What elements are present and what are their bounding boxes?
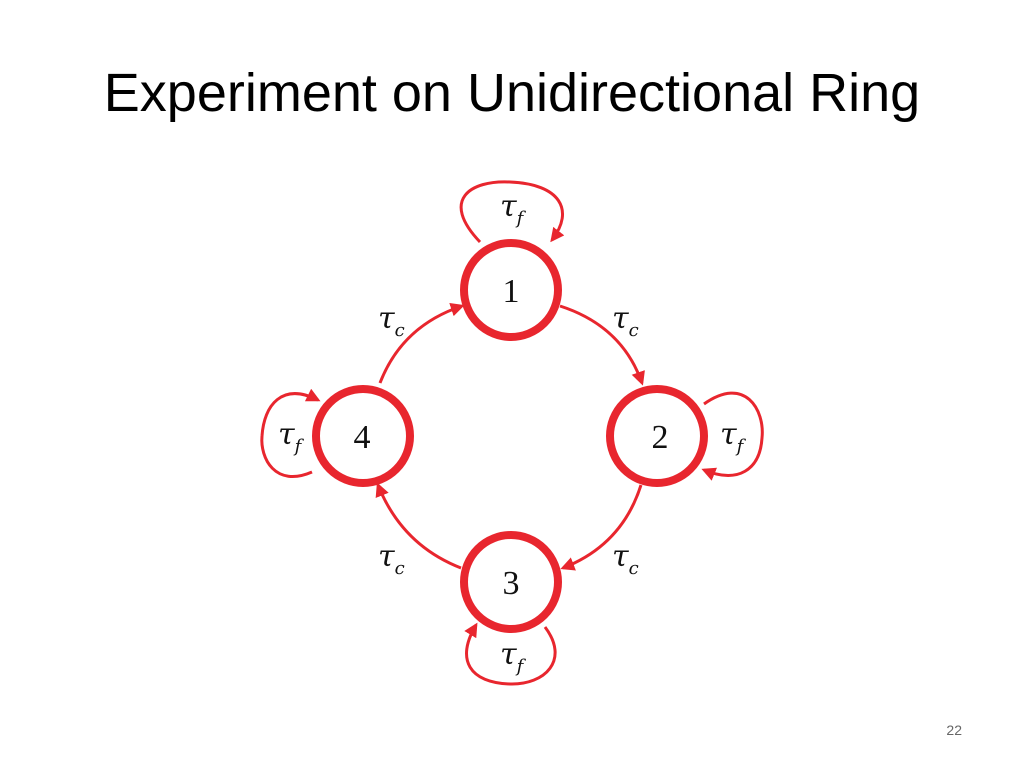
self-loop-2	[701, 391, 764, 481]
slide-title: Experiment on Unidirectional Ring	[103, 63, 921, 123]
loop-label-2: τf	[720, 417, 747, 457]
node-2-label: 2	[652, 419, 669, 456]
node-1: 1	[460, 239, 562, 341]
edge-4-1	[378, 302, 465, 384]
self-loop-1	[459, 180, 565, 244]
edge-2-3	[560, 484, 643, 571]
edge-label-3-4: τc	[378, 539, 405, 579]
node-1-label: 1	[503, 273, 520, 310]
page-number: 22	[946, 722, 962, 738]
edge-label-2-3: τc	[612, 539, 639, 579]
node-4-label: 4	[354, 419, 371, 456]
node-3-label: 3	[503, 565, 520, 602]
loop-label-4: τf	[278, 417, 305, 457]
edge-label-4-1: τc	[378, 301, 405, 341]
self-loop-3	[464, 622, 557, 686]
edge-label-1-2: τc	[612, 301, 639, 341]
loop-label-1: τf	[500, 189, 527, 229]
node-3: 3	[460, 531, 562, 633]
edge-1-2	[559, 304, 645, 386]
node-4: 4	[312, 385, 414, 487]
edge-3-4	[375, 482, 462, 570]
node-2: 2	[606, 385, 708, 487]
loop-label-3: τf	[500, 637, 527, 677]
self-loop-4	[260, 388, 321, 479]
